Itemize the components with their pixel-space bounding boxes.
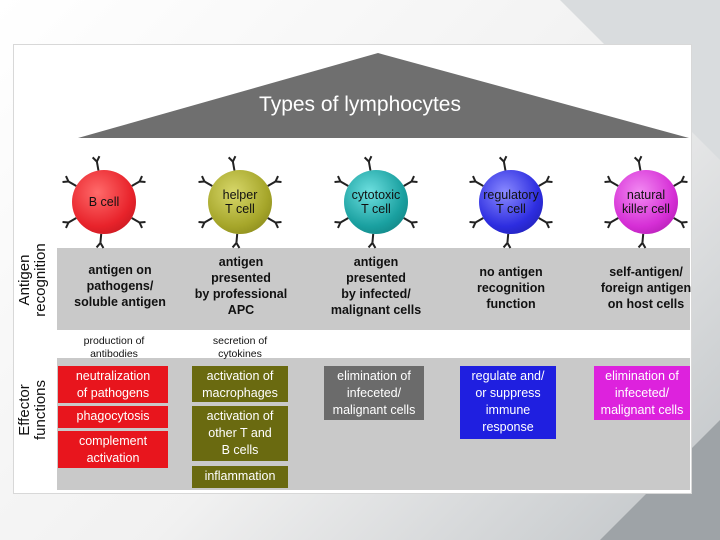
receptor-icon bbox=[97, 234, 104, 248]
helper-t-cell-label-1: helper bbox=[223, 188, 258, 202]
natural-killer-cell-label-2: killer cell bbox=[622, 202, 670, 216]
receptor-icon bbox=[674, 176, 688, 186]
receptor-icon bbox=[539, 218, 553, 228]
receptor-icon bbox=[268, 218, 282, 228]
receptor-icon bbox=[132, 218, 146, 228]
regulatory-t-cell-label-1: regulatory bbox=[483, 188, 539, 202]
receptor-icon bbox=[132, 176, 146, 186]
b-cell-label: B cell bbox=[89, 195, 120, 209]
receptor-icon bbox=[335, 218, 349, 228]
cytotoxic-t-cell-label-1: cytotoxic bbox=[352, 188, 401, 202]
effector-phagocytosis: phagocytosis bbox=[58, 406, 168, 428]
receptor-icon bbox=[233, 234, 240, 248]
receptor-icon bbox=[229, 156, 236, 170]
receptor-icon bbox=[470, 176, 484, 186]
receptor-icon bbox=[639, 234, 646, 248]
receptor-icon bbox=[369, 234, 376, 248]
receptor-icon bbox=[63, 218, 77, 228]
receptor-icon bbox=[500, 156, 507, 170]
receptor-icon bbox=[635, 156, 642, 170]
receptor-icon bbox=[674, 218, 688, 228]
receptor-icon bbox=[539, 176, 553, 186]
receptor-icon bbox=[605, 176, 619, 186]
receptor-icon bbox=[404, 218, 418, 228]
effector-inflammation: inflammation bbox=[192, 466, 288, 488]
receptor-icon bbox=[335, 176, 349, 186]
regulatory-t-cell-label-2: T cell bbox=[496, 202, 526, 216]
b-cell: B cell bbox=[72, 170, 136, 234]
cytotoxic-t-cell-label-2: T cell bbox=[361, 202, 391, 216]
receptor-icon bbox=[470, 218, 484, 228]
helper-t-cell-label-2: T cell bbox=[225, 202, 255, 216]
receptor-icon bbox=[63, 176, 77, 186]
receptor-icon bbox=[93, 156, 100, 170]
receptor-icon bbox=[199, 218, 213, 228]
receptor-icon bbox=[268, 176, 282, 186]
receptor-icon bbox=[605, 218, 619, 228]
natural-killer-cell-label-1: natural bbox=[627, 188, 665, 202]
receptor-icon bbox=[504, 234, 511, 248]
receptor-icon bbox=[199, 176, 213, 186]
receptor-icon bbox=[365, 156, 372, 170]
receptor-icon bbox=[404, 176, 418, 186]
